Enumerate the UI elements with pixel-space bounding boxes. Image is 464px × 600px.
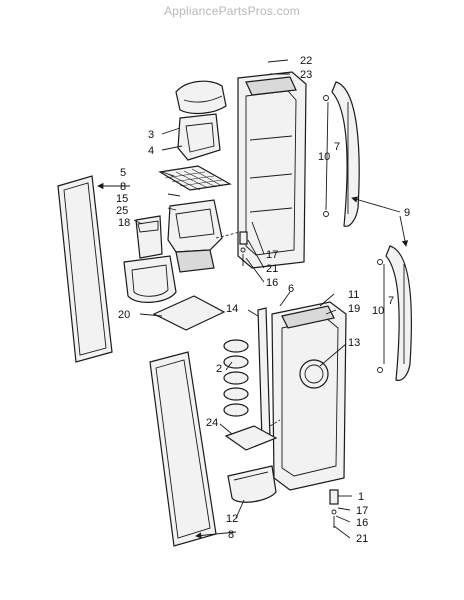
upper-dispenser-cover: [175, 80, 227, 161]
callout-16-lower: 16: [356, 517, 368, 529]
callout-19: 19: [348, 303, 360, 315]
callout-8-upper: 8: [120, 181, 126, 193]
drip-tray-20: [152, 295, 226, 331]
callout-10-upper: 10: [318, 151, 330, 163]
upper-door-liner: [237, 71, 307, 269]
callout-7-upper: 7: [334, 141, 340, 153]
callout-4: 4: [148, 145, 154, 157]
callout-10-lower: 10: [372, 305, 384, 317]
lower-door-handle: [377, 245, 412, 381]
callout-8-lower: 8: [228, 529, 234, 541]
ice-bucket-lower: [123, 255, 177, 303]
upper-door-handle: [323, 81, 360, 227]
callout-16-upper: 16: [266, 277, 278, 289]
lower-door-liner: [271, 301, 347, 491]
callout-labels: 22 23 3 4 5 8 15 25 18 20 17 21 16 9 10 …: [116, 55, 410, 545]
door-bin-12: [227, 465, 277, 503]
door-gasket-upper: [57, 175, 113, 363]
callout-11: 11: [348, 289, 359, 301]
callout-12: 12: [226, 513, 238, 525]
callout-25: 25: [116, 205, 128, 217]
callout-6: 6: [288, 283, 294, 295]
callout-5: 5: [120, 167, 126, 179]
callout-7-lower: 7: [388, 295, 394, 307]
callout-17-upper: 17: [266, 249, 278, 261]
callout-23: 23: [300, 69, 312, 81]
small-container-18: [135, 215, 163, 259]
shelf-rack-5: [158, 165, 232, 191]
callout-17-lower: 17: [356, 505, 368, 517]
hinge-hardware-upper: [239, 231, 248, 266]
door-gasket-lower: [149, 351, 217, 547]
shelf-24: [224, 425, 278, 451]
callout-2: 2: [216, 363, 222, 375]
callout-15: 15: [116, 193, 128, 205]
ice-bin-assembly: [167, 199, 223, 273]
callout-9: 9: [404, 207, 410, 219]
callout-21-lower: 21: [356, 533, 368, 545]
callout-24: 24: [206, 417, 218, 429]
callout-21-upper: 21: [266, 263, 278, 275]
door-bar-14: [257, 307, 271, 441]
callout-18: 18: [118, 217, 130, 229]
callout-13: 13: [348, 337, 360, 349]
leader-lines: [97, 59, 409, 539]
door-bins-2: [223, 339, 249, 417]
watermark-text: AppliancePartsPros.com: [164, 4, 300, 18]
hinge-hardware-lower: [329, 489, 339, 528]
callout-14: 14: [226, 303, 238, 315]
callout-22: 22: [300, 55, 312, 67]
callout-20: 20: [118, 309, 130, 321]
callout-1: 1: [358, 491, 364, 503]
callout-3: 3: [148, 129, 154, 141]
